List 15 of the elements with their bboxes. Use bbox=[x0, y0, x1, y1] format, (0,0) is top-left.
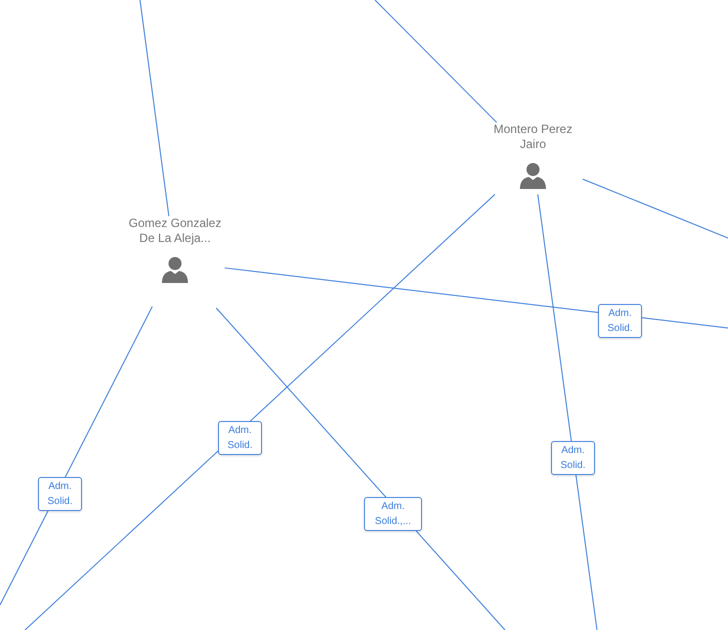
connector-line bbox=[0, 306, 153, 606]
edge-label: Adm. Solid. bbox=[598, 304, 642, 338]
connector-line bbox=[374, 0, 498, 123]
connector-line bbox=[224, 267, 728, 328]
connector-line bbox=[216, 308, 506, 630]
edge-label: Adm. Solid. bbox=[218, 421, 262, 455]
connector-line bbox=[537, 194, 598, 630]
connector-line bbox=[24, 194, 496, 630]
connector-line bbox=[582, 178, 728, 238]
connector-line bbox=[140, 0, 170, 217]
edge-label: Adm. Solid.,... bbox=[364, 497, 422, 531]
person-name: Gomez Gonzalez De La Aleja... bbox=[128, 216, 222, 246]
edge-label: Adm. Solid. bbox=[38, 477, 82, 511]
edge-label: Adm. Solid. bbox=[551, 441, 595, 475]
person-name: Montero Perez Jairo bbox=[492, 122, 574, 152]
